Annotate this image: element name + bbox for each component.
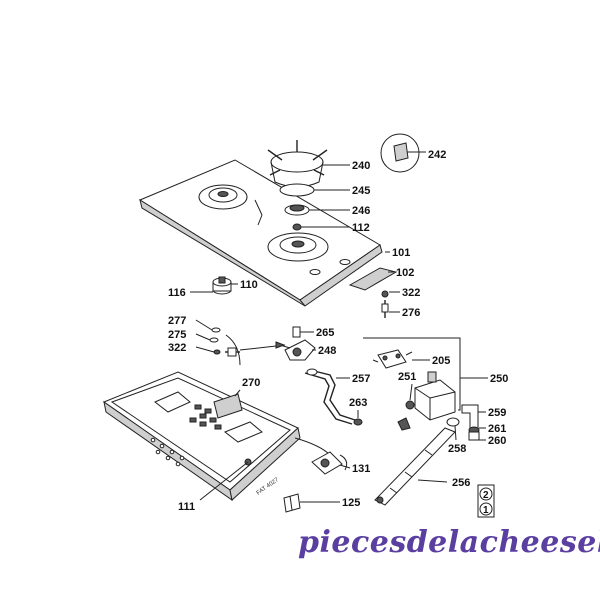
burner-valve-assembly-248 [239, 326, 316, 361]
igniter-grid [189, 404, 222, 430]
label-275: 275 [168, 329, 186, 341]
label-258: 258 [448, 443, 466, 455]
label-261: 261 [488, 423, 506, 435]
injector-112 [292, 223, 302, 231]
fitting-263 [353, 418, 363, 426]
badge-circle-bottom [479, 502, 493, 516]
burner-cap-245 [279, 183, 315, 197]
gas-tube-257 [304, 368, 356, 425]
part-number-labels: 240 242 245 246 112 101 102 110 116 322 … [168, 149, 508, 513]
electrode-276 [381, 290, 389, 318]
label-250: 250 [490, 373, 508, 385]
watermark-text: piecesdelacheeselec.com [298, 525, 600, 560]
label-260: 260 [488, 435, 506, 447]
label-322-left: 322 [168, 342, 186, 354]
label-265: 265 [316, 327, 334, 339]
label-101: 101 [392, 247, 410, 259]
label-102: 102 [396, 267, 414, 279]
burner-grate-240 [267, 140, 328, 188]
clip-242 [380, 133, 420, 173]
clip-125 [283, 493, 301, 513]
connector-205 [372, 349, 413, 369]
label-116: 116 [168, 287, 186, 299]
elbow-fittings-259 [461, 404, 480, 441]
label-251: 251 [398, 371, 416, 383]
gas-pipe-256 [374, 417, 460, 506]
label-110: 110 [240, 279, 258, 291]
control-knob-110 [212, 276, 232, 295]
label-112: 112 [352, 222, 370, 234]
label-259: 259 [488, 407, 506, 419]
label-111: 111 [178, 501, 195, 513]
label-277: 277 [168, 315, 186, 327]
cooktop-top-plate [138, 159, 383, 307]
bottom-tray: FAT 4027 [102, 371, 301, 502]
label-263: 263 [349, 397, 367, 409]
washers-and-electrode-left [209, 327, 241, 366]
badge-circle-top [479, 487, 493, 501]
main-valve-251 [397, 371, 456, 431]
leader-lines [190, 151, 486, 503]
label-131: 131 [352, 463, 370, 475]
label-240: 240 [352, 160, 370, 172]
assembly-bracket-250 [363, 337, 488, 411]
label-245: 245 [352, 185, 370, 197]
badge-top-label: 2 [483, 490, 489, 501]
label-205: 205 [432, 355, 450, 367]
label-248: 248 [318, 345, 336, 357]
label-256: 256 [452, 477, 470, 489]
label-276: 276 [402, 307, 420, 319]
label-270: 270 [242, 377, 260, 389]
sequence-badges: 2 1 [477, 484, 495, 518]
label-322-right: 322 [402, 287, 420, 299]
label-257: 257 [352, 373, 370, 385]
burner-head-246 [284, 204, 310, 216]
label-242: 242 [428, 149, 446, 161]
label-125: 125 [342, 497, 360, 509]
trim-strip-102 [348, 267, 398, 291]
label-246: 246 [352, 205, 370, 217]
tray-stamp: FAT 4027 [256, 477, 281, 497]
badge-bottom-label: 1 [483, 505, 489, 516]
igniter-131 [294, 437, 348, 475]
